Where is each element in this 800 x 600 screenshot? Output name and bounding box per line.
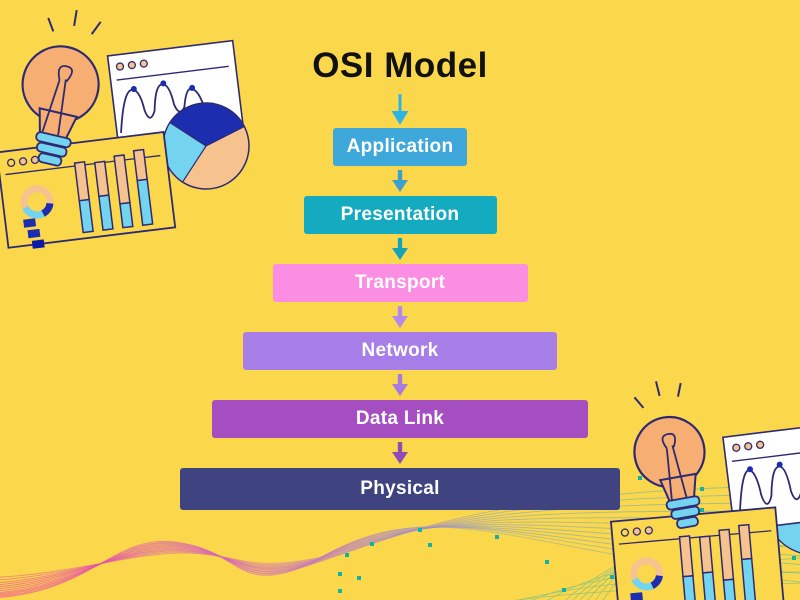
layer-label: Physical [360,478,440,499]
layer-physical: Physical [180,468,620,510]
page-title: OSI Model [312,46,488,85]
layer-data-link: Data Link [212,400,588,438]
down-arrow-icon [390,370,410,400]
layer-application: Application [333,128,467,166]
down-arrow-icon [390,438,410,468]
layer-label: Transport [354,272,446,293]
down-arrow-icon [390,234,410,264]
osi-flow: OSI Model Application Presentation Trans… [180,46,620,510]
down-arrow-icon [389,92,411,128]
down-arrow-icon [390,302,410,332]
down-arrow-icon [390,166,410,196]
layer-network: Network [243,332,557,370]
layer-label: Data Link [355,408,445,429]
layer-label: Network [361,340,439,361]
layer-presentation: Presentation [303,196,497,234]
layer-label: Presentation [340,204,460,225]
layer-transport: Transport [272,264,528,302]
bar-chart-window-icon [609,506,786,600]
layer-label: Application [346,136,454,157]
